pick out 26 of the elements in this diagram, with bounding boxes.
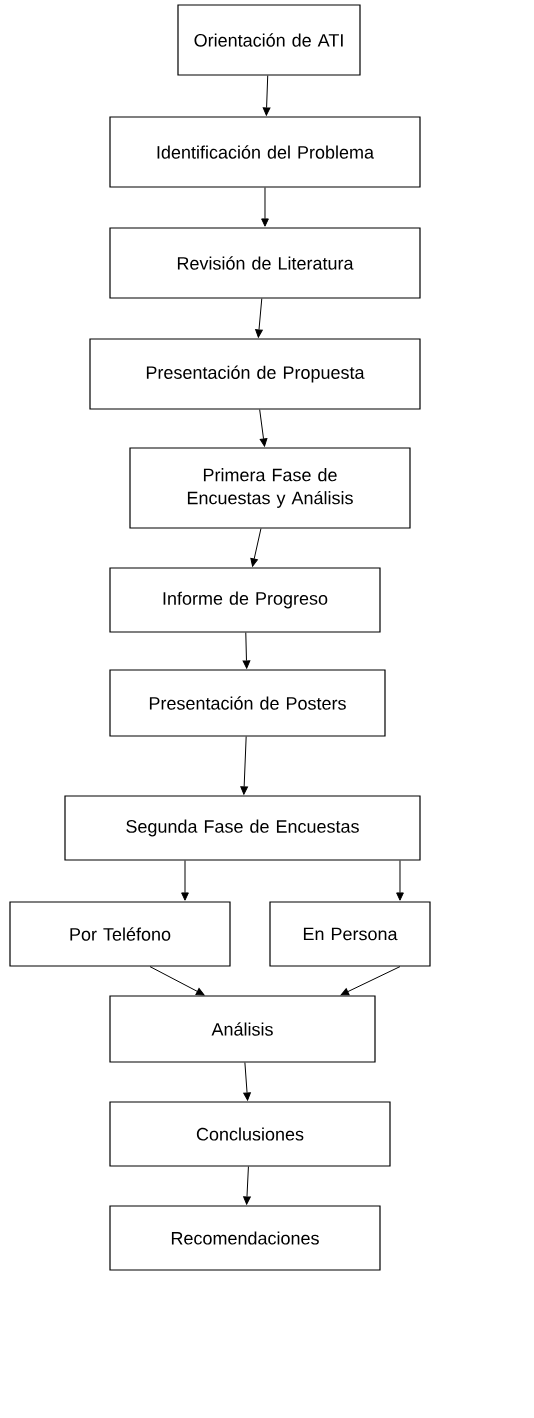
process-box: Revisión de Literatura — [109, 227, 421, 299]
arrow — [261, 187, 269, 227]
arrow — [243, 1062, 251, 1101]
arrow — [250, 528, 262, 567]
process-box: Por Teléfono — [9, 901, 231, 967]
process-box: En Persona — [269, 901, 431, 967]
arrow — [255, 298, 263, 338]
process-box: Primera Fase de Encuestas y Análisis — [129, 447, 411, 529]
process-box: Orientación de ATI — [177, 4, 361, 76]
process-box: Identificación del Problema — [109, 116, 421, 188]
process-box: Presentación de Propuesta — [89, 338, 421, 410]
process-box: Segunda Fase de Encuestas — [64, 795, 421, 861]
arrow — [149, 966, 205, 996]
arrow — [243, 1166, 251, 1205]
arrow — [240, 736, 248, 795]
process-box: Informe de Progreso — [109, 567, 381, 633]
process-box: Presentación de Posters — [109, 669, 386, 737]
process-box: Recomendaciones — [109, 1205, 381, 1271]
arrow — [242, 632, 251, 669]
arrow — [396, 860, 404, 901]
process-box: Análisis — [109, 995, 376, 1063]
process-box: Conclusiones — [109, 1101, 391, 1167]
arrow — [259, 409, 268, 447]
arrow — [340, 966, 401, 996]
arrow — [262, 75, 271, 116]
arrow — [181, 860, 189, 901]
